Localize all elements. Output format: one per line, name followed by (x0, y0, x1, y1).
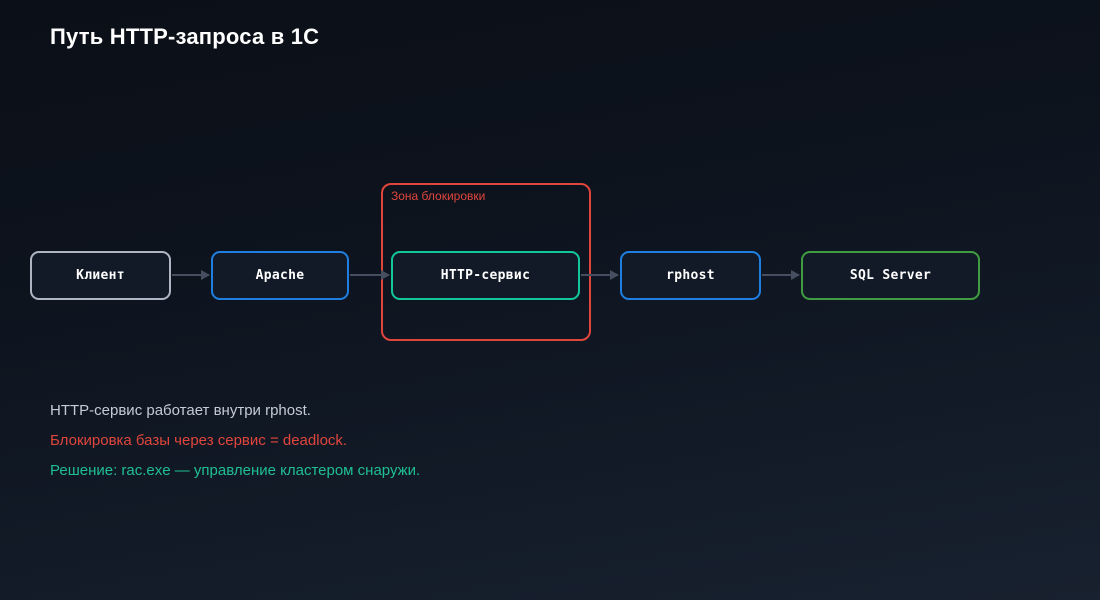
node-rphost[interactable]: rphost (620, 251, 761, 300)
arrow-apache-to-http (350, 270, 390, 280)
caption-warning: Блокировка базы через сервис = deadlock. (50, 432, 348, 449)
node-client[interactable]: Клиент (30, 251, 171, 300)
node-client-label: Клиент (76, 268, 125, 283)
lock-zone-container: Зона блокировки (381, 183, 591, 341)
node-apache-label: Apache (255, 268, 305, 283)
page-title: Путь HTTP-запроса в 1С (50, 24, 320, 49)
caption-note: HTTP-сервис работает внутри rphost. (50, 402, 311, 419)
node-http-service[interactable]: HTTP-сервис (391, 251, 580, 300)
arrow-client-to-apache (172, 270, 210, 280)
node-rphost-label: rphost (666, 268, 715, 283)
node-apache[interactable]: Apache (211, 251, 349, 300)
caption-block: HTTP-сервис работает внутри rphost. Блок… (50, 396, 750, 486)
node-sql-server[interactable]: SQL Server (801, 251, 980, 300)
arrow-rphost-to-sql (762, 270, 800, 280)
arrow-http-to-rphost (581, 270, 619, 280)
node-sql-server-label: SQL Server (849, 268, 932, 283)
node-http-service-label: HTTP-сервис (440, 268, 531, 283)
caption-success: Решение: rac.exe — управление кластером … (50, 462, 421, 479)
lock-zone-label: Зона блокировки (391, 189, 486, 203)
